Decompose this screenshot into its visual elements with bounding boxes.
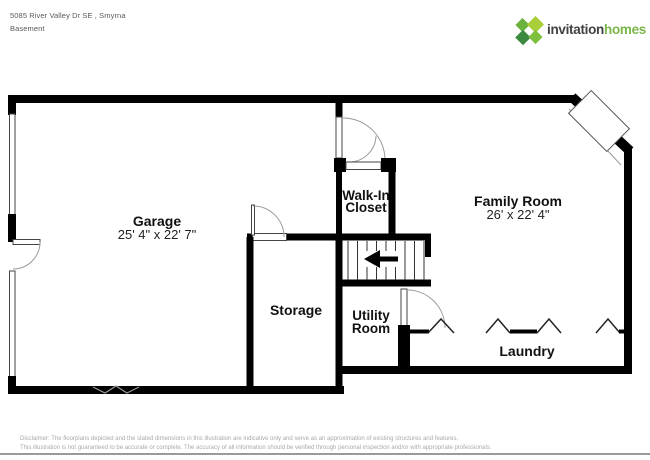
stairs-direction-arrow: [360, 250, 400, 268]
fireplace: [567, 89, 634, 166]
room-label-storage: Storage: [269, 302, 323, 318]
header-address-block: 5085 River Valley Dr SE , Smyrna Basemen…: [10, 10, 126, 35]
laundry-half-wall: [408, 317, 629, 334]
family-room-name: Family Room: [474, 193, 562, 209]
family-room-dimensions: 26' x 22' 4": [486, 207, 550, 222]
storage-name: Storage: [269, 302, 323, 318]
logo-word-invitation: invitation: [547, 22, 604, 37]
wall-left: [8, 95, 16, 394]
garage-door-mark: [92, 385, 140, 394]
disclaimer-line2: This illustration is not guaranteed to b…: [20, 444, 492, 451]
garage-window-upper: [9, 113, 16, 216]
footer-divider: [0, 453, 650, 455]
footer-disclaimer: Disclaimer: The floorplans depicted and …: [20, 435, 640, 452]
diamond-pinwheel-icon: [515, 16, 544, 46]
address-text: 5085 River Valley Dr SE , Smyrna: [10, 11, 126, 20]
room-label-walk-in-closet: Walk-In Closet: [342, 188, 390, 215]
utility-door: [398, 288, 446, 372]
closet-entry-doors: [335, 95, 386, 163]
invitation-homes-logo: invitationhomes: [512, 12, 646, 50]
laundry-name: Laundry: [499, 343, 555, 359]
garage-side-door: [12, 239, 41, 270]
room-label-laundry: Laundry: [499, 343, 555, 359]
storage-door: [251, 204, 285, 238]
garage-window-lower: [9, 270, 16, 379]
garage-name: Garage: [132, 213, 182, 229]
room-label-garage: Garage 25' 4" x 22' 7": [117, 213, 197, 242]
closet-name-line2: Closet: [345, 200, 387, 215]
staircase: [336, 233, 431, 287]
floor-text: Basement: [10, 23, 45, 33]
closet-name-line1: Walk-In: [342, 188, 390, 203]
walk-in-closet-walls: [334, 158, 396, 240]
disclaimer-line1: Disclaimer: The floorplans depicted and …: [20, 436, 459, 442]
utility-name-line1: Utility: [352, 308, 390, 323]
storage-walls: [246, 233, 344, 394]
room-label-utility-room: Utility Room: [351, 308, 391, 336]
garage-dimensions: 25' 4" x 22' 7": [117, 227, 197, 242]
logo-word-homes: homes: [604, 22, 647, 37]
logo-text: invitationhomes: [547, 22, 646, 37]
room-label-family-room: Family Room 26' x 22' 4": [474, 193, 562, 222]
utility-name-line2: Room: [351, 321, 391, 336]
